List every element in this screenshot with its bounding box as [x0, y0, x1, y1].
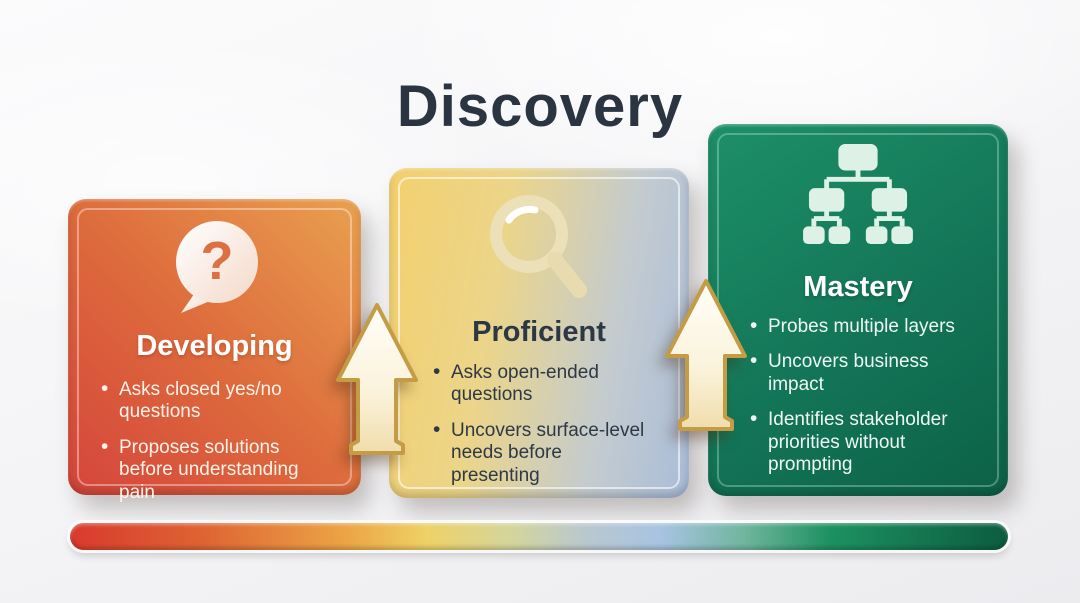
bullet-item: Uncovers business impact: [750, 349, 968, 396]
card-proficient: Proficient Asks open-ended questions Unc…: [389, 168, 689, 498]
up-arrow-icon: [665, 279, 747, 431]
bullet-list-developing: Asks closed yes/no questions Proposes so…: [101, 377, 333, 517]
bullet-item: Proposes solutions before understanding …: [101, 435, 333, 504]
org-chart-icon: [708, 144, 1008, 246]
card-mastery: Mastery Probes multiple layers Uncovers …: [708, 124, 1008, 496]
magnifier-icon: [389, 180, 689, 312]
maturity-gradient-bar: [70, 523, 1008, 550]
bullet-item: Asks closed yes/no questions: [101, 377, 333, 424]
question-bubble-icon: ?: [68, 217, 361, 317]
page-title: Discovery: [396, 73, 684, 139]
up-arrow-icon: [336, 303, 418, 455]
bullet-item: Uncovers surface-level needs before pres…: [433, 418, 645, 487]
bullet-item: Identifies stakeholder priorities withou…: [750, 407, 968, 476]
bullet-item: Asks open-ended questions: [433, 360, 645, 407]
svg-text:?: ?: [200, 231, 233, 291]
card-heading-mastery: Mastery: [803, 271, 913, 303]
card-developing: ? Developing Asks closed yes/no question…: [68, 199, 361, 503]
bullet-list-proficient: Asks open-ended questions Uncovers surfa…: [433, 360, 645, 500]
bullet-list-mastery: Probes multiple layers Uncovers business…: [750, 314, 968, 489]
bullet-item: Probes multiple layers: [750, 314, 968, 339]
card-heading-developing: Developing: [136, 330, 293, 362]
card-heading-proficient: Proficient: [472, 316, 606, 348]
